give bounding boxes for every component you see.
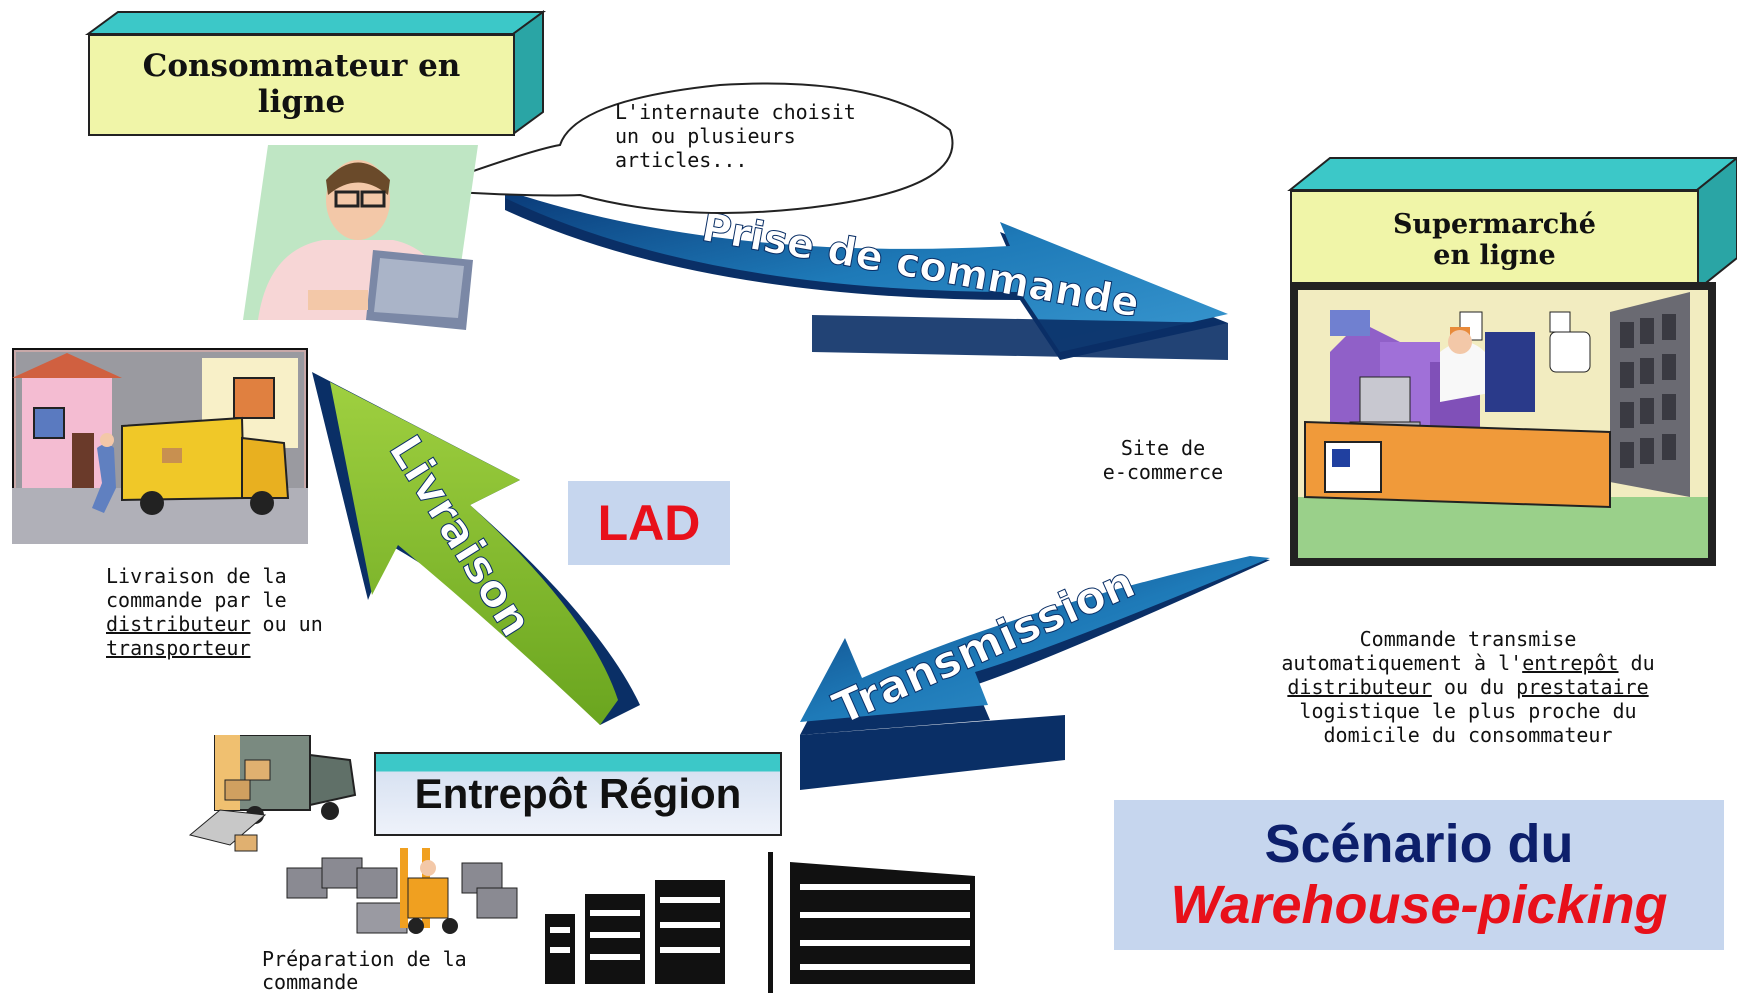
consumer-node: Consommateur en ligne: [84, 10, 547, 136]
delivery-note: Livraison de la commande par le distribu…: [106, 564, 323, 660]
provider-term: prestataire: [1516, 675, 1649, 699]
transmit-note-line3: distributeur ou du prestataire: [1238, 675, 1698, 699]
transmit-note-line5: domicile du consommateur: [1323, 723, 1613, 747]
scenario-subtitle: Warehouse-picking: [1170, 875, 1668, 935]
distributor-term: distributeur: [1287, 675, 1432, 699]
transmit-note-text: ou du: [1431, 675, 1517, 699]
delivery-note-line3: distributeur ou un: [106, 612, 323, 636]
transmission-arrow: [800, 556, 1270, 790]
delivery-note-line4: transporteur: [106, 636, 323, 660]
speech-line: articles...: [615, 148, 748, 172]
scenario-panel: Scénario du Warehouse-picking: [1114, 800, 1724, 950]
warehouse-node: Entrepôt Région: [374, 752, 782, 836]
transmit-note-text: automatiquement à l': [1281, 651, 1523, 675]
transmit-note-line4: logistique le plus proche du: [1299, 699, 1637, 723]
scenario-title: Scénario du: [1264, 814, 1574, 874]
speech-line: L'internaute choisit: [615, 100, 856, 124]
supermarket-node: Supermarché en ligne: [1287, 156, 1737, 293]
delivery-illustration: [12, 348, 308, 544]
supermarket-illustration: [1290, 282, 1716, 566]
transmit-note-line2: automatiquement à l'entrepôt du: [1238, 651, 1698, 675]
transmit-note-text: du: [1618, 651, 1655, 675]
site-line: e-commerce: [1102, 460, 1224, 484]
consumer-node-label: Consommateur en ligne: [88, 34, 515, 136]
consumer-illustration: [243, 145, 478, 330]
warehouse-building-illustration: [545, 852, 975, 993]
delivery-arrow: [312, 372, 640, 725]
carrier-term: transporteur: [106, 636, 251, 660]
lad-label: LAD: [568, 481, 730, 565]
delivery-note-line2: commande par le: [106, 588, 287, 612]
prep-line: Préparation de la: [262, 947, 467, 971]
transmit-note: Commande transmise automatiquement à l'e…: [1238, 627, 1698, 747]
speech-text: L'internaute choisit un ou plusieurs art…: [615, 100, 856, 172]
supermarket-node-label: Supermarché en ligne: [1290, 190, 1699, 290]
order-arrow: [505, 190, 1228, 360]
speech-line: un ou plusieurs: [615, 124, 796, 148]
warehouse-truck-illustration: [188, 735, 357, 852]
site-note: Site de e-commerce: [1078, 436, 1248, 484]
warehouse-term: entrepôt: [1522, 651, 1619, 675]
supermarket-node-depth: [1287, 156, 1737, 293]
delivery-note-line1: Livraison de la: [106, 564, 287, 588]
transmit-note-line1: Commande transmise: [1359, 627, 1577, 651]
prep-note: Préparation de la commande: [262, 948, 467, 994]
prep-line: commande: [262, 970, 359, 994]
speech-bubble: [419, 82, 954, 214]
distributor-term: distributeur: [106, 612, 251, 636]
site-line: Site de: [1120, 436, 1206, 460]
forklift-illustration: [286, 848, 518, 934]
delivery-note-or: ou un: [250, 612, 323, 636]
